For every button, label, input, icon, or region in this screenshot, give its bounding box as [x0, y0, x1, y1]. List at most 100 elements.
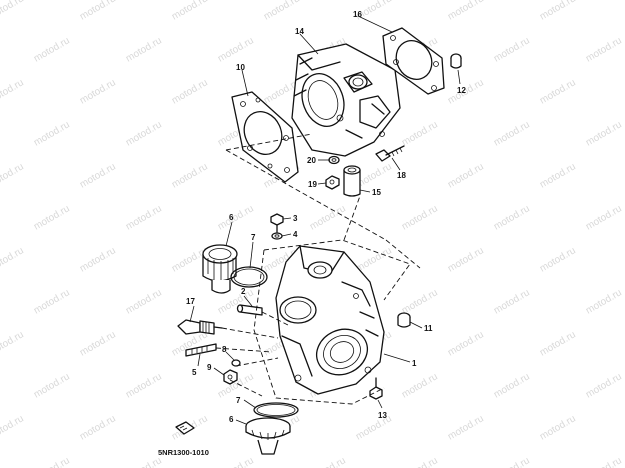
- watermark-text: motod.ru: [446, 161, 486, 190]
- watermark-text: motod.ru: [538, 0, 578, 23]
- crankcase-cylinder: [275, 245, 385, 395]
- watermark-text: motod.ru: [446, 0, 486, 23]
- cylinder-head-gasket: [382, 27, 445, 95]
- watermark-text: motod.ru: [400, 371, 440, 400]
- cylinder-block: [291, 43, 401, 157]
- callout-17: 17: [186, 297, 195, 306]
- watermark-text: motod.ru: [124, 35, 164, 64]
- watermark-text: motod.ru: [170, 77, 210, 106]
- callout-18: 18: [397, 171, 406, 180]
- watermark-text: motod.ru: [538, 77, 578, 106]
- watermark-text: motod.ru: [216, 203, 256, 232]
- watermark-text: motod.ru: [0, 77, 26, 106]
- watermark-text: motod.ru: [492, 455, 532, 468]
- watermark-text: motod.ru: [170, 0, 210, 23]
- callout-7-top: 7: [251, 233, 256, 242]
- o-ring-bottom: [253, 402, 299, 418]
- callout-20: 20: [307, 156, 316, 165]
- callout-6-bottom: 6: [229, 415, 234, 424]
- nut-9: [223, 369, 238, 385]
- watermark-text: motod.ru: [0, 413, 26, 442]
- washer-4: [271, 232, 283, 240]
- watermark-text: motod.ru: [78, 161, 118, 190]
- watermark-text: motod.ru: [32, 287, 72, 316]
- sleeve-15: [343, 165, 361, 197]
- callout-4: 4: [293, 230, 298, 239]
- watermark-text: motod.ru: [216, 455, 256, 468]
- dowel-pin-12: [450, 53, 462, 69]
- spark-plug-17: [177, 319, 223, 335]
- watermark-text: motod.ru: [262, 0, 302, 23]
- o-ring-top: [230, 266, 268, 288]
- watermark-text: motod.ru: [78, 413, 118, 442]
- oil-filler-cap: [202, 244, 238, 294]
- callout-15: 15: [372, 188, 381, 197]
- watermark-text: motod.ru: [32, 35, 72, 64]
- callout-3: 3: [293, 214, 298, 223]
- plug-2: [236, 304, 263, 316]
- watermark-text: motod.ru: [538, 413, 578, 442]
- callout-5: 5: [192, 368, 197, 377]
- watermark-text: motod.ru: [492, 287, 532, 316]
- watermark-text: motod.ru: [584, 371, 624, 400]
- watermark-text: motod.ru: [400, 287, 440, 316]
- callout-10: 10: [236, 63, 245, 72]
- watermark-text: motod.ru: [308, 455, 348, 468]
- watermark-text: motod.ru: [0, 161, 26, 190]
- watermark-text: motod.ru: [216, 35, 256, 64]
- watermark-text: motod.ru: [124, 203, 164, 232]
- watermark-text: motod.ru: [492, 371, 532, 400]
- watermark-text: motod.ru: [446, 413, 486, 442]
- diagram-stamp-icon: [175, 421, 195, 435]
- watermark-text: motod.ru: [492, 119, 532, 148]
- watermark-text: motod.ru: [354, 413, 394, 442]
- callout-8: 8: [222, 345, 227, 354]
- callout-16: 16: [353, 10, 362, 19]
- washer-20: [328, 155, 340, 165]
- diagram-code: 5NR1300-1010: [158, 448, 209, 457]
- watermark-text: motod.ru: [124, 455, 164, 468]
- callout-12: 12: [457, 86, 466, 95]
- watermark-text: motod.ru: [584, 287, 624, 316]
- callout-9: 9: [207, 363, 212, 372]
- watermark-text: motod.ru: [124, 119, 164, 148]
- watermark-text: motod.ru: [538, 161, 578, 190]
- watermark-text: motod.ru: [78, 0, 118, 23]
- watermark-text: motod.ru: [32, 203, 72, 232]
- callout-13: 13: [378, 411, 387, 420]
- dowel-pin-11: [397, 312, 411, 328]
- watermark-text: motod.ru: [400, 203, 440, 232]
- callout-6-top: 6: [229, 213, 234, 222]
- watermark-text: motod.ru: [32, 371, 72, 400]
- watermark-text: motod.ru: [78, 77, 118, 106]
- callout-11: 11: [424, 324, 433, 333]
- callout-7-bottom: 7: [236, 396, 241, 405]
- watermark-text: motod.ru: [0, 0, 26, 23]
- watermark-text: motod.ru: [584, 119, 624, 148]
- watermark-text: motod.ru: [32, 455, 72, 468]
- callout-1: 1: [412, 359, 417, 368]
- leader-lines: [189, 15, 461, 425]
- watermark-text: motod.ru: [308, 203, 348, 232]
- bolt-18: [375, 145, 405, 162]
- watermark-text: motod.ru: [124, 371, 164, 400]
- bolt-3: [270, 213, 284, 233]
- watermark-text: motod.ru: [78, 329, 118, 358]
- stud-5: [185, 343, 217, 357]
- bolt-13: [369, 377, 383, 400]
- watermark-text: motod.ru: [584, 35, 624, 64]
- watermark-text: motod.ru: [446, 245, 486, 274]
- watermark-text: motod.ru: [78, 245, 118, 274]
- drain-cap-bottom: [245, 417, 291, 455]
- watermark-text: motod.ru: [32, 119, 72, 148]
- watermark-text: motod.ru: [584, 455, 624, 468]
- watermark-text: motod.ru: [492, 35, 532, 64]
- watermark-text: motod.ru: [538, 245, 578, 274]
- cylinder-base-gasket: [231, 91, 299, 183]
- callout-14: 14: [295, 27, 304, 36]
- watermark-text: motod.ru: [170, 161, 210, 190]
- watermark-text: motod.ru: [446, 329, 486, 358]
- callout-19: 19: [308, 180, 317, 189]
- watermark-text: motod.ru: [0, 329, 26, 358]
